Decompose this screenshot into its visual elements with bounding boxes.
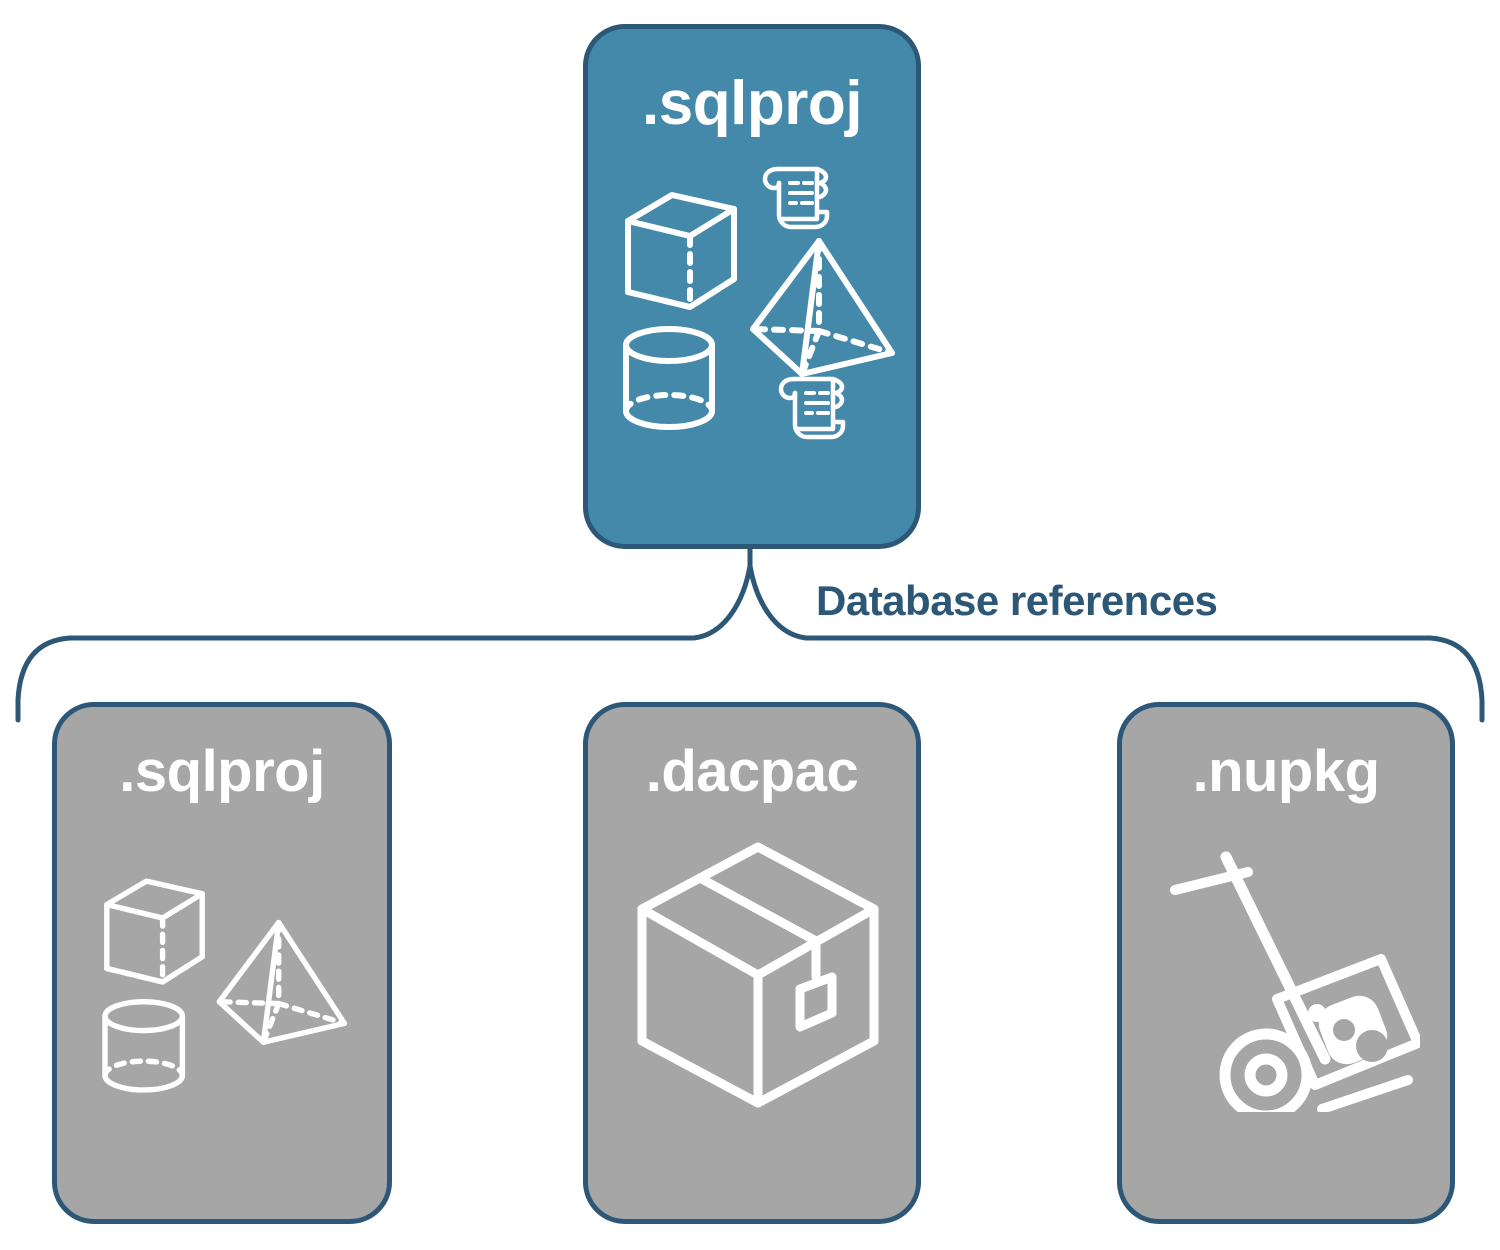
bracket-right-arm: [747, 563, 1485, 723]
hand-truck-icon: [1170, 851, 1423, 1122]
database-references-label: Database references: [816, 577, 1218, 624]
cube-icon: [104, 878, 205, 985]
cylinder-icon: [102, 999, 186, 1093]
node-sqlproj-ref[interactable]: .sqlproj: [52, 702, 392, 1224]
pyramid-icon: [216, 919, 348, 1045]
node-nupkg-ref-label: .nupkg: [1192, 739, 1380, 804]
node-sqlproj-ref-label: .sqlproj: [119, 739, 325, 804]
package-box-icon: [637, 842, 879, 1108]
database-objects-icon-group: [87, 847, 357, 1107]
package-marks: [1318, 995, 1388, 1065]
node-dacpac-ref-label: .dacpac: [645, 739, 859, 804]
node-dacpac-ref[interactable]: .dacpac: [583, 702, 921, 1224]
node-sqlproj-root-label: .sqlproj: [642, 69, 862, 138]
bracket-left-arm: [15, 563, 753, 723]
package-box-icon: [632, 837, 884, 1113]
node-nupkg-ref[interactable]: .nupkg: [1117, 702, 1455, 1224]
hand-truck-icon: [1170, 847, 1423, 1122]
